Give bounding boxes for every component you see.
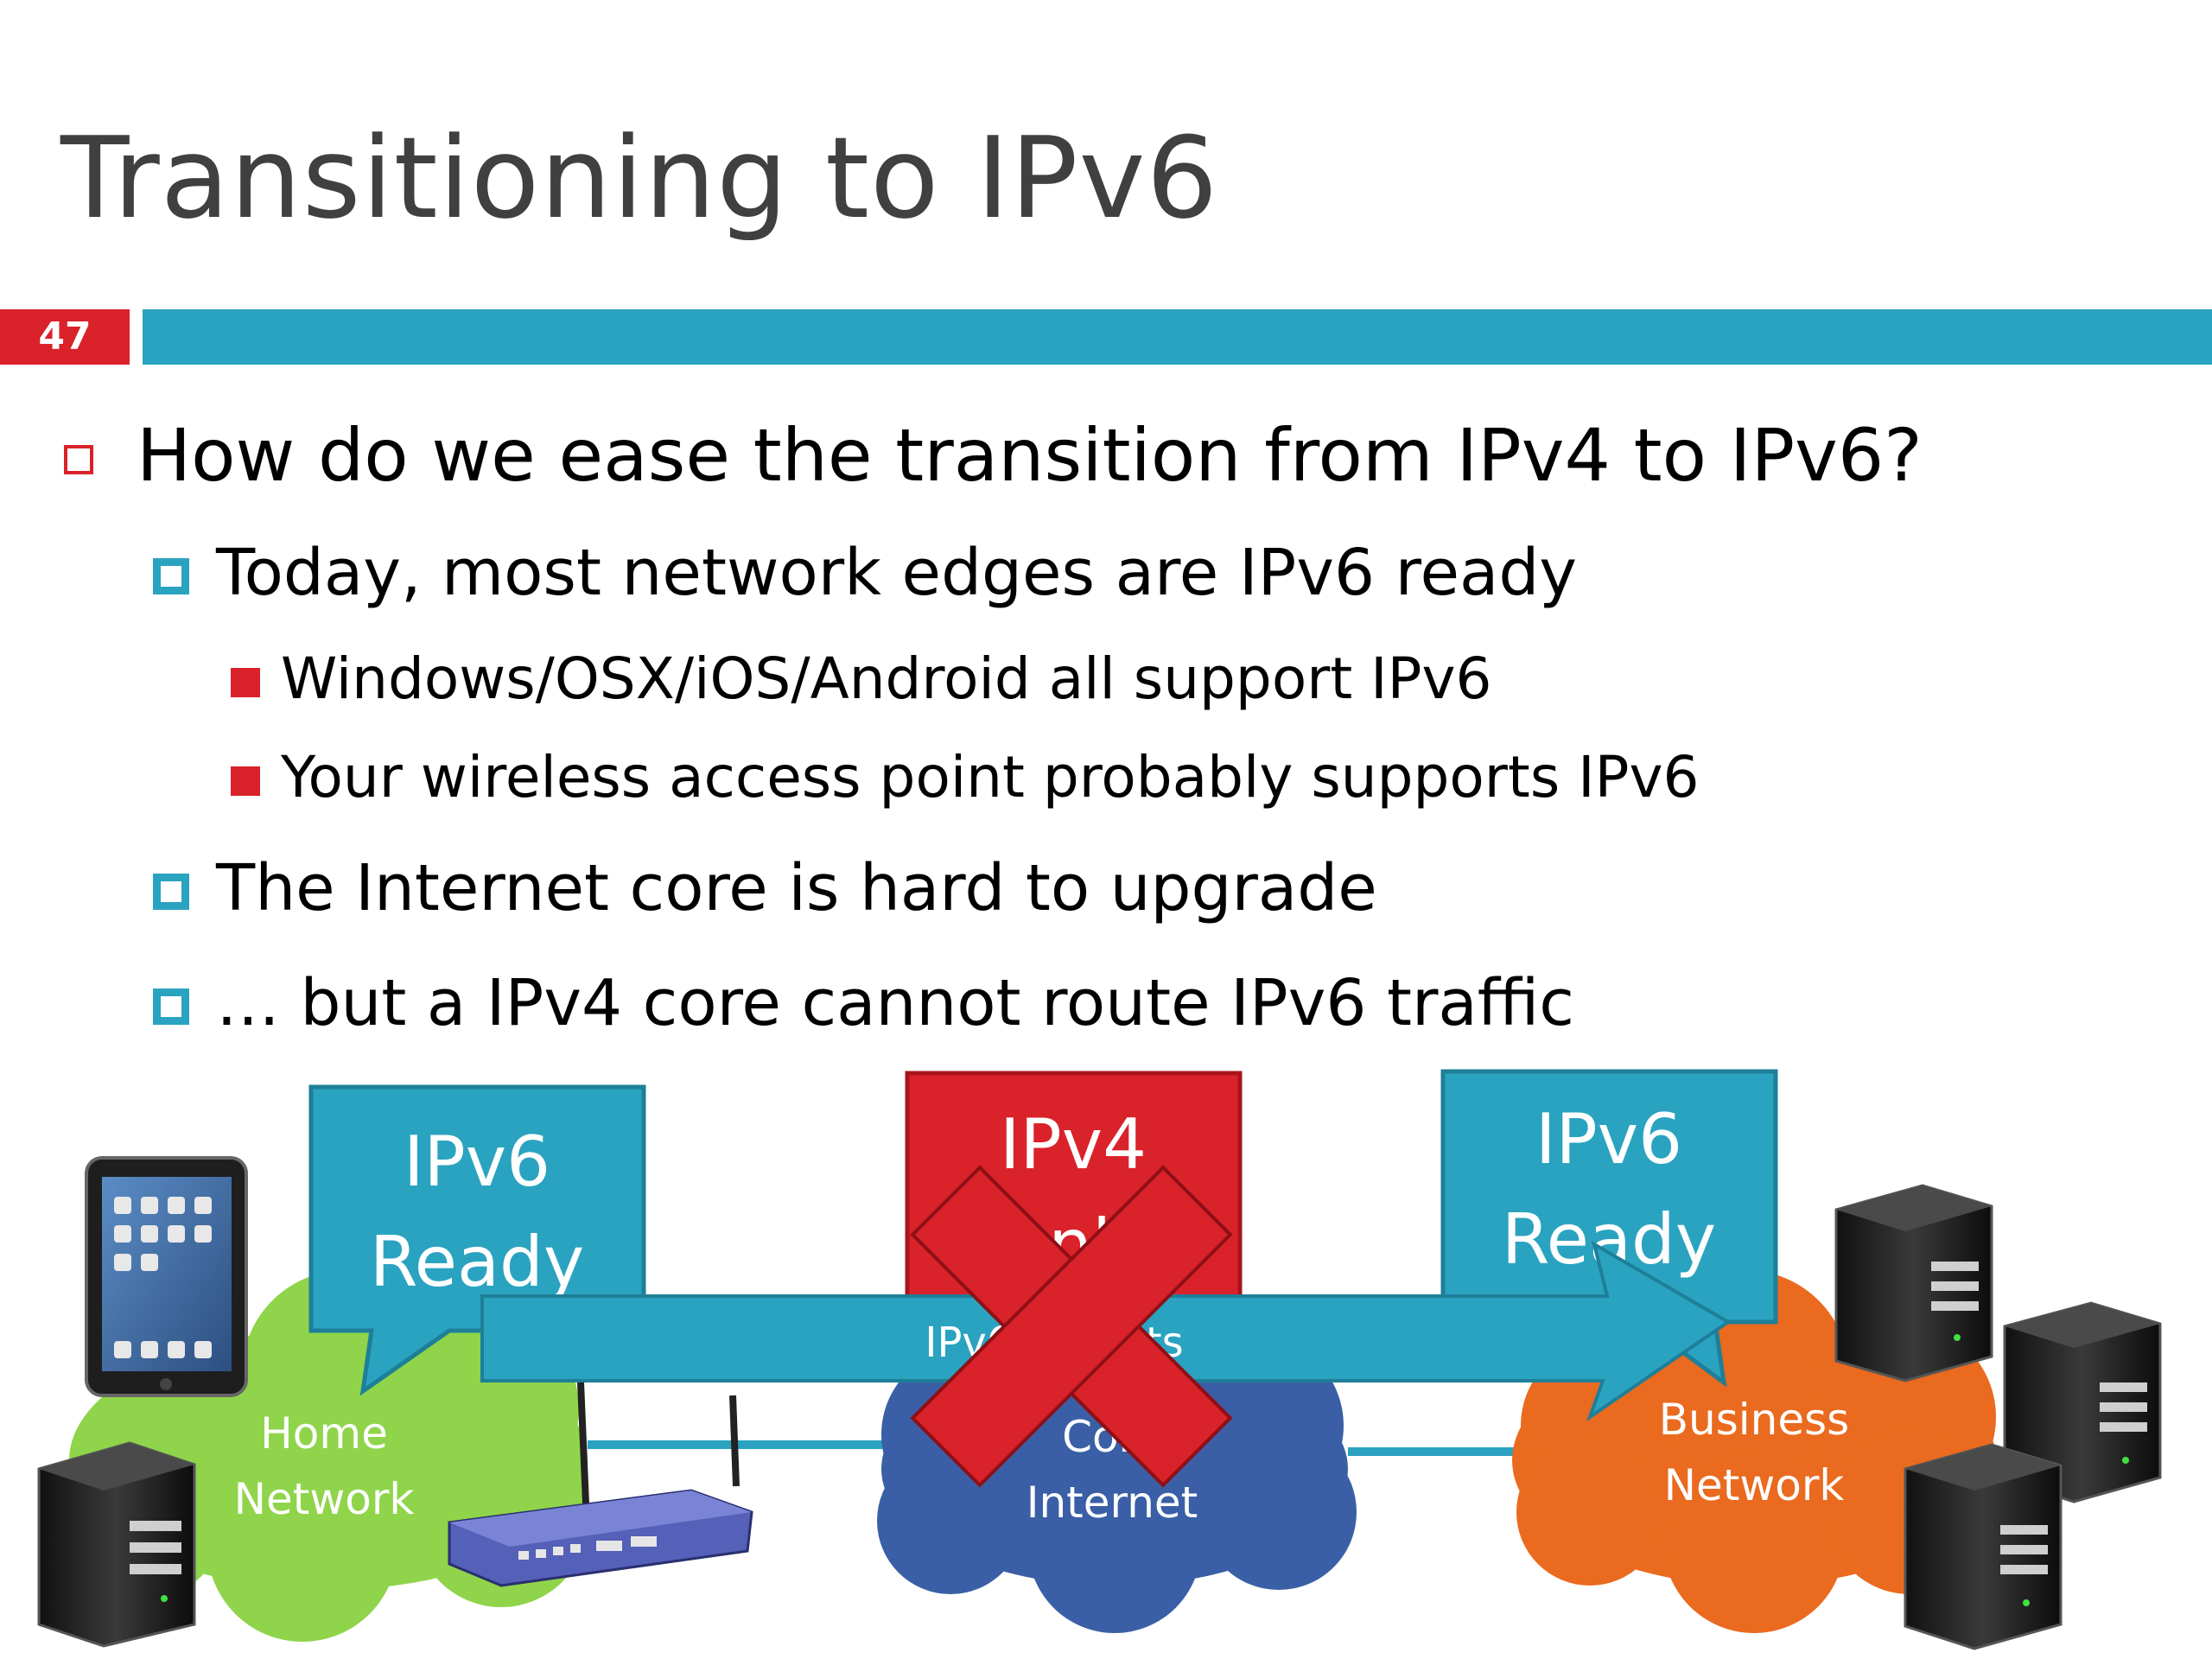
callout-core-line1: IPv4 (1000, 1104, 1147, 1185)
header-accent-bar (143, 309, 2212, 365)
bullet-level2: Today, most network edges are IPv6 ready (216, 536, 1578, 610)
server-icon (1904, 1443, 2063, 1650)
bullet-level2: … but a IPv4 core cannot route IPv6 traf… (216, 966, 1574, 1040)
home-network-label-line2: Network (234, 1474, 415, 1524)
bullet-marker-level3 (231, 668, 260, 697)
slide-title: Transitioning to IPv6 (60, 112, 1219, 244)
bullet-marker-level3 (231, 766, 260, 796)
business-network-label-line2: Network (1664, 1460, 1845, 1510)
callout-home-line2: Ready (370, 1222, 584, 1302)
home-network-label-line1: Home (260, 1408, 388, 1459)
server-icon (2003, 1301, 2162, 1503)
bullet-level1: How do we ease the transition from IPv4 … (137, 413, 1923, 498)
wireless-router-icon (448, 1382, 753, 1587)
bullet-level3: Windows/OSX/iOS/Android all support IPv6 (281, 645, 1492, 712)
callout-business-line1: IPv6 (1535, 1099, 1682, 1179)
bullet-marker-level2 (153, 988, 189, 1025)
bullet-marker-level1 (64, 445, 93, 474)
blocked-x-icon (910, 1165, 1233, 1488)
bullet-marker-level2 (153, 874, 189, 910)
callout-home-line1: IPv6 (404, 1122, 550, 1202)
server-icon (1834, 1184, 1993, 1382)
bullet-marker-level2 (153, 558, 189, 594)
business-network-cloud (1512, 1270, 1996, 1633)
tablet-icon (85, 1156, 248, 1397)
server-icon (37, 1441, 196, 1648)
bullet-level2: The Internet core is hard to upgrade (216, 851, 1377, 925)
slide-number-badge (0, 309, 130, 365)
slide-number: 47 (38, 315, 92, 359)
core-internet-label-line2: Internet (1027, 1478, 1198, 1528)
bullet-level3: Your wireless access point probably supp… (281, 744, 1700, 810)
business-network-label-line1: Business (1659, 1395, 1849, 1445)
